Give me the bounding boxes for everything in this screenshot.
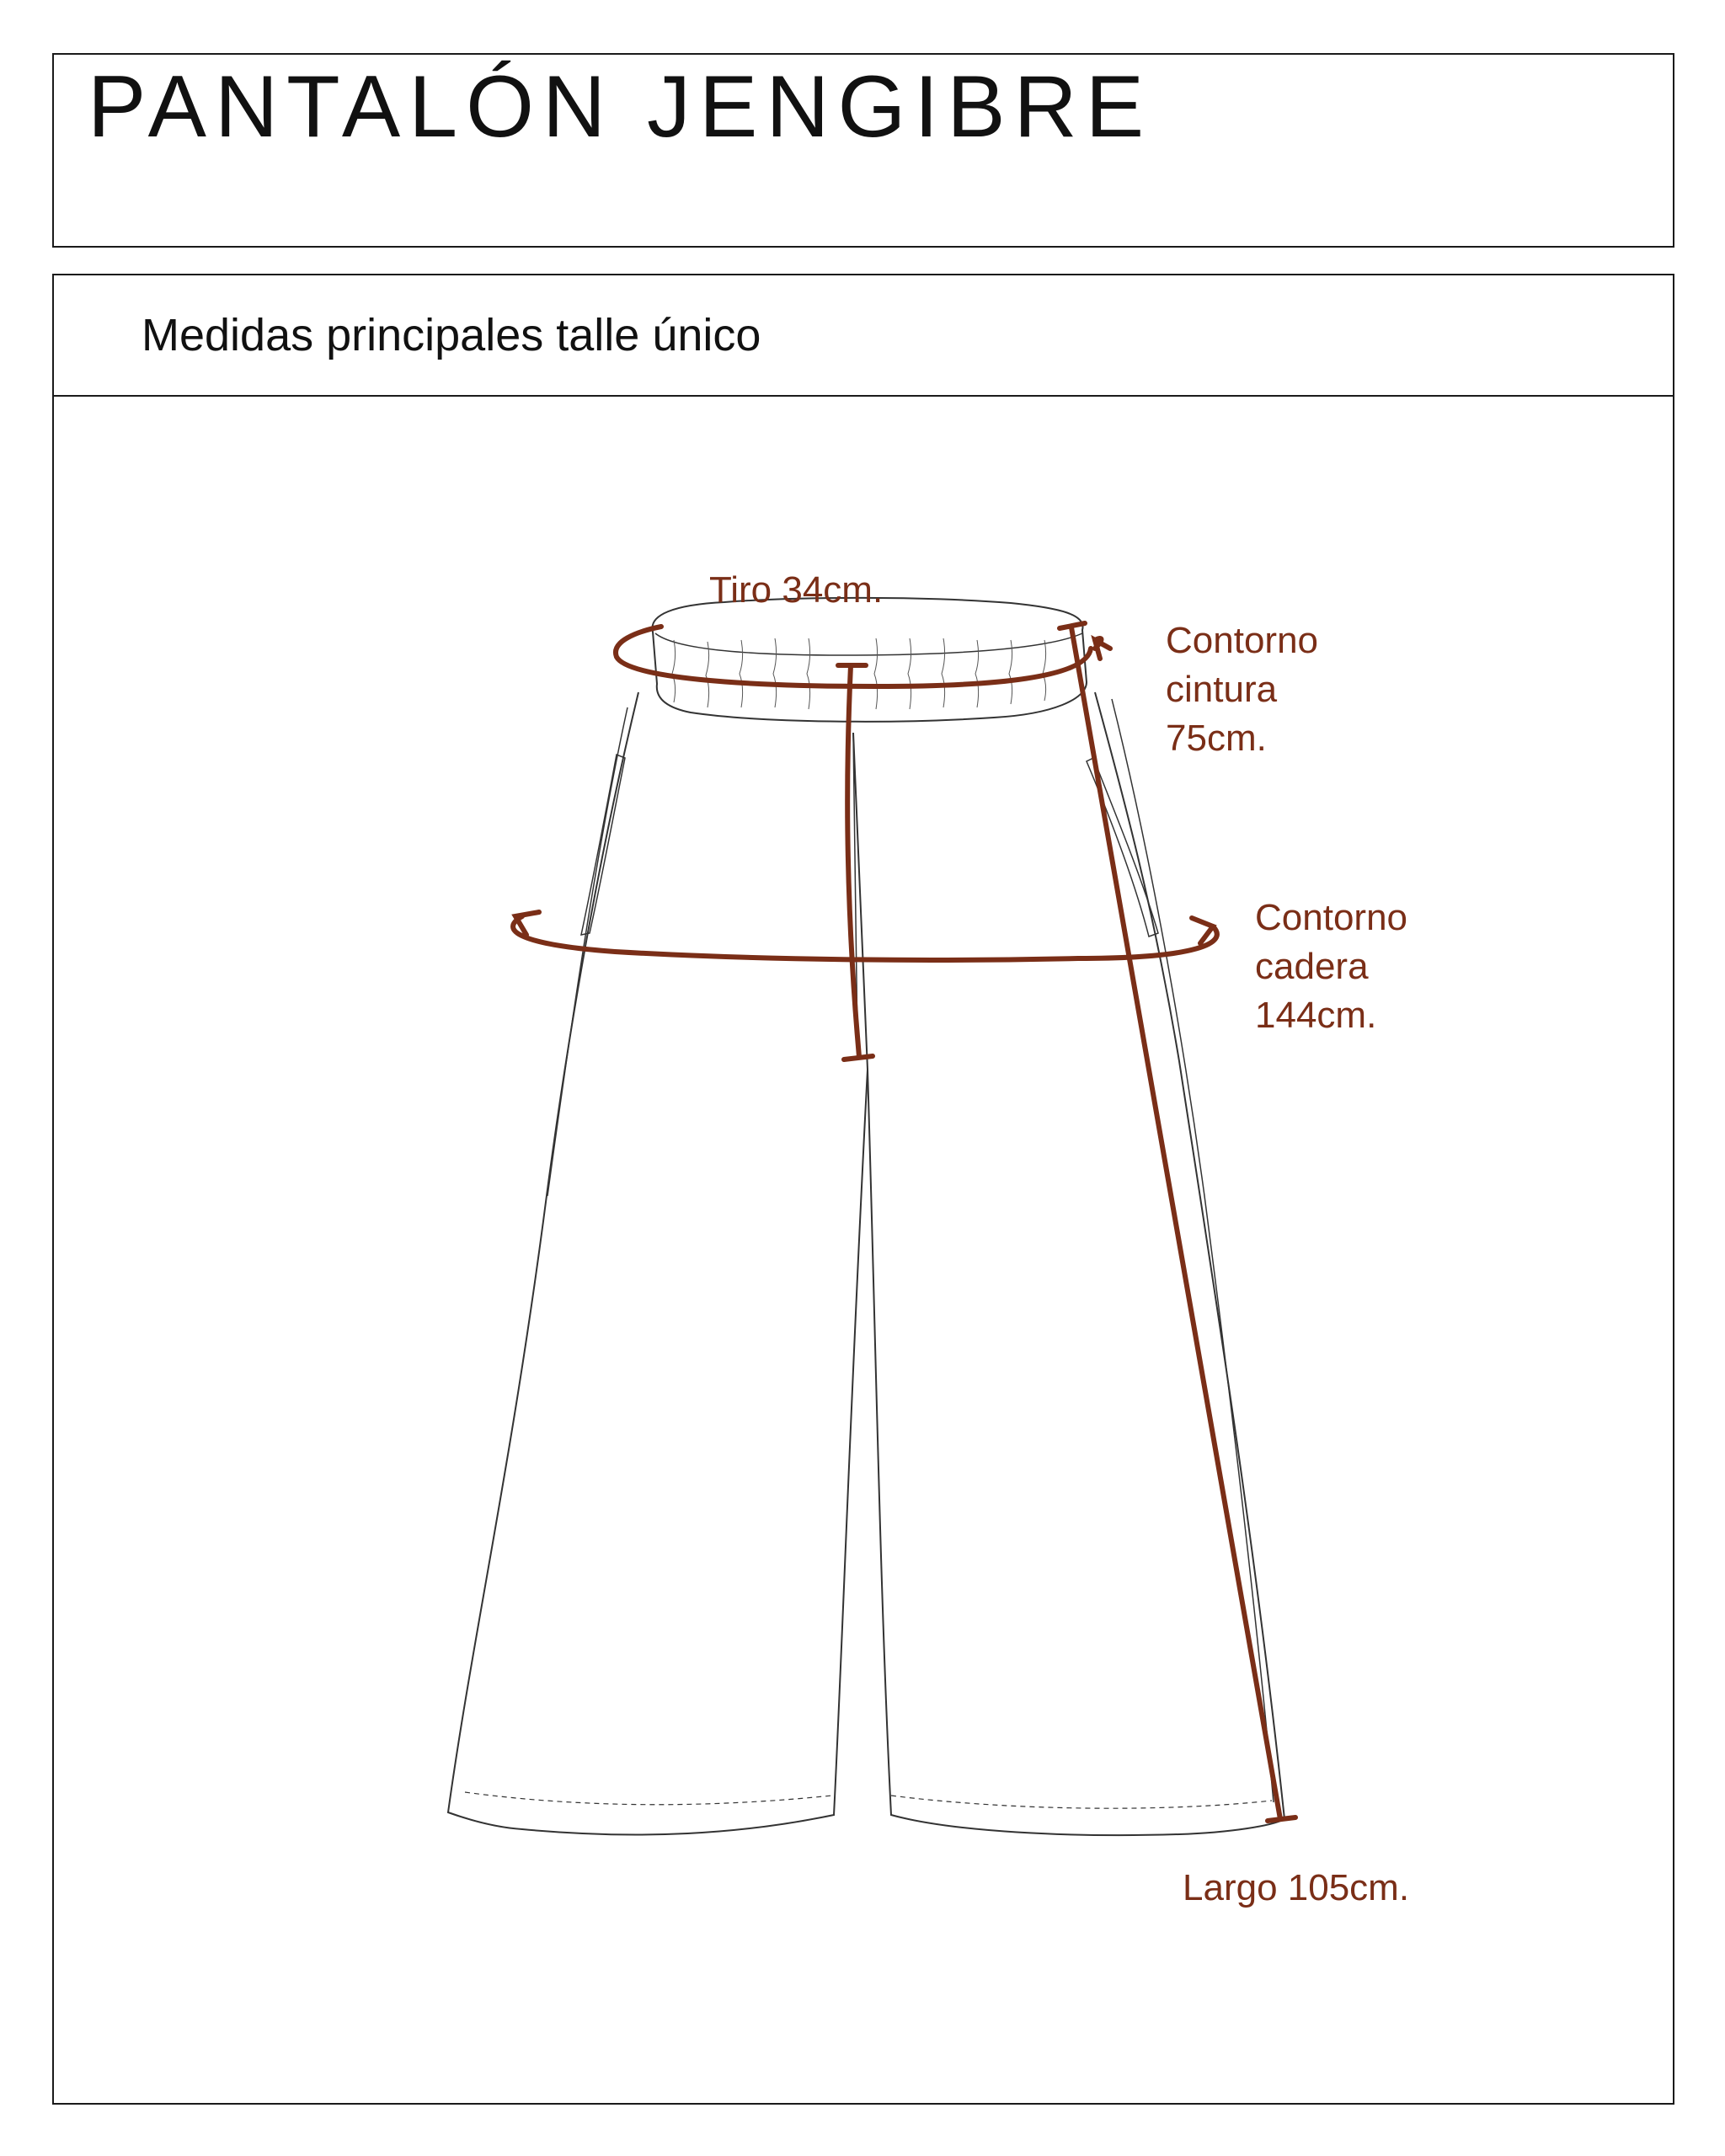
tiro-line [845, 663, 862, 1059]
pants-outline [446, 596, 1286, 1837]
largo-label: Largo 105cm. [1183, 1867, 1410, 1908]
measurement-marks [510, 621, 1298, 1823]
cadera-label-line-1: Contorno [1255, 897, 1408, 938]
cintura-label-line-1: Contorno [1166, 620, 1319, 661]
hip-arrow-left [511, 910, 542, 937]
page-title: PANTALÓN JENGIBRE [88, 58, 1153, 156]
waist-arrow [1091, 634, 1113, 661]
cintura-label-line-2: cintura [1166, 669, 1278, 710]
cintura-label-line-3: 75cm. [1166, 718, 1267, 759]
left-pocket [580, 753, 626, 936]
content-box: Medidas principales talle único [52, 274, 1674, 2105]
hip-arrow-right [1189, 915, 1217, 946]
cadera-label-line-3: 144cm. [1255, 995, 1377, 1036]
left-leg [446, 691, 869, 1836]
waistband-ruching [671, 638, 1047, 710]
tiro-label: Tiro 34cm. [709, 569, 884, 611]
hip-contour [510, 914, 1220, 963]
largo-line [1069, 625, 1283, 1822]
waist-contour [613, 624, 1093, 690]
cadera-label-line-2: cadera [1255, 946, 1369, 987]
right-pocket [1086, 756, 1159, 937]
right-leg [867, 691, 1286, 1837]
cadera-label: Contorno cadera 144cm. [1255, 894, 1407, 1040]
subtitle-row: Medidas principales talle único [54, 275, 1673, 397]
subtitle: Medidas principales talle único [142, 310, 761, 360]
waistband [651, 596, 1088, 723]
cintura-label: Contorno cintura 75cm. [1166, 616, 1318, 763]
title-box [52, 53, 1674, 248]
